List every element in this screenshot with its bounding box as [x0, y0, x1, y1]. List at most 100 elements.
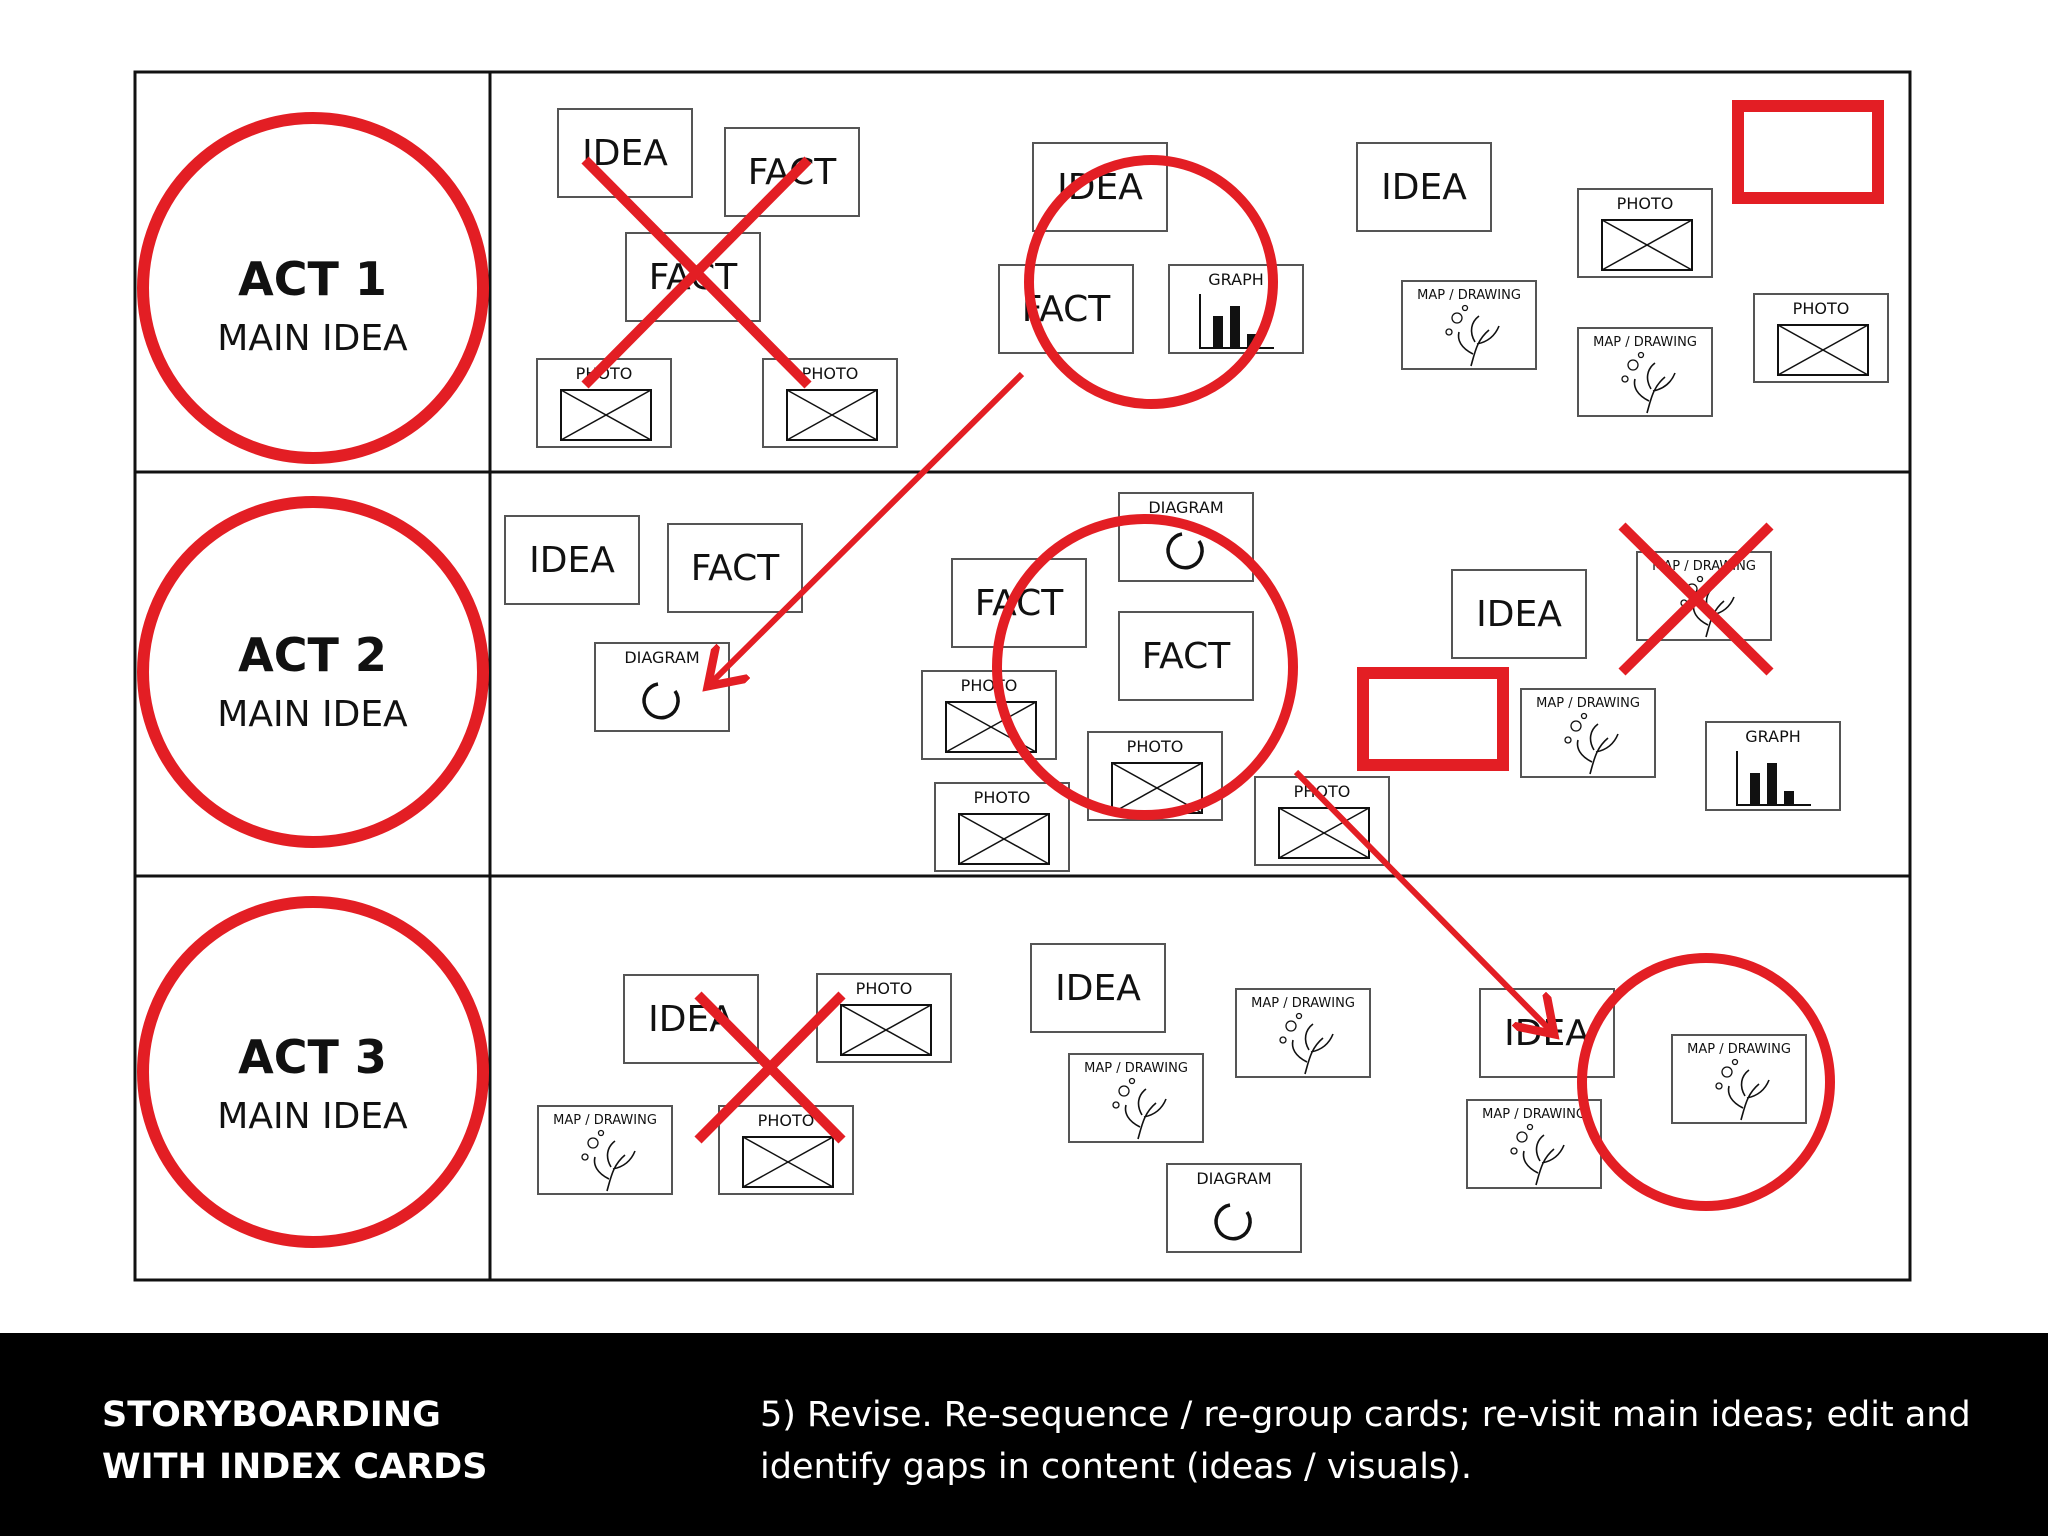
act-1-title: ACT 1	[238, 252, 387, 306]
idea-card: IDEA	[504, 515, 640, 605]
photo-card: PHOTO	[1753, 293, 1889, 383]
map-drawing-card: MAP / DRAWING	[1520, 688, 1656, 778]
idea-card: IDEA	[1451, 569, 1587, 659]
act-3-title: ACT 3	[238, 1030, 387, 1084]
branch-drawing-icon	[581, 1129, 636, 1192]
card-label: MAP / DRAWING	[1593, 335, 1697, 350]
card-label: MAP / DRAWING	[1536, 696, 1640, 711]
photo-card: PHOTO	[934, 782, 1070, 872]
idea-card: IDEA	[623, 974, 759, 1064]
storyboard-grid	[133, 70, 1912, 1282]
idea-card: IDEA	[1032, 142, 1168, 232]
fact-card: FACT	[998, 264, 1134, 354]
branch-drawing-icon	[1510, 1123, 1565, 1186]
caption-bar: STORYBOARDING WITH INDEX CARDS 5) Revise…	[0, 1333, 2048, 1536]
photo-card: PHOTO	[1254, 776, 1390, 866]
idea-card: IDEA	[1356, 142, 1492, 232]
fact-card: FACT	[724, 127, 860, 217]
bar-chart-icon	[1199, 294, 1274, 349]
branch-drawing-icon	[1621, 351, 1676, 414]
card-label: FACT	[1021, 288, 1111, 330]
card-label: IDEA	[582, 132, 668, 174]
caption-description-line-1: 5) Revise. Re-sequence / re-group cards;…	[760, 1395, 1971, 1435]
card-label: FACT	[690, 547, 780, 589]
card-label: IDEA	[1476, 593, 1562, 635]
card-label: FACT	[1141, 635, 1231, 677]
idea-card: IDEA	[1479, 988, 1615, 1078]
act-2-subtitle: MAIN IDEA	[217, 694, 408, 735]
branch-drawing-icon	[1445, 304, 1500, 367]
circle-arrow-icon	[1214, 1203, 1252, 1241]
photo-card: PHOTO	[816, 973, 952, 1063]
map-drawing-card: MAP / DRAWING	[1636, 551, 1772, 641]
act-2-title: ACT 2	[238, 628, 387, 682]
diagram-card: DIAGRAM	[1118, 492, 1254, 582]
map-drawing-card: MAP / DRAWING	[1401, 280, 1537, 370]
diagram-card: DIAGRAM	[594, 642, 730, 732]
photo-card: PHOTO	[536, 358, 672, 448]
x-box-photo-icon	[1111, 762, 1203, 814]
caption-title: STORYBOARDING WITH INDEX CARDS	[102, 1389, 622, 1493]
fact-card: FACT	[1118, 611, 1254, 701]
card-label: MAP / DRAWING	[553, 1113, 657, 1128]
card-label: IDEA	[1381, 166, 1467, 208]
fact-card: FACT	[625, 232, 761, 322]
card-label: IDEA	[1055, 967, 1141, 1009]
photo-card: PHOTO	[1087, 731, 1223, 821]
caption-description: 5) Revise. Re-sequence / re-group cards;…	[760, 1389, 2000, 1493]
photo-card: PHOTO	[762, 358, 898, 448]
branch-drawing-icon	[1112, 1077, 1167, 1140]
idea-card: IDEA	[1030, 943, 1166, 1033]
idea-card: IDEA	[557, 108, 693, 198]
card-label: MAP / DRAWING	[1417, 288, 1521, 303]
card-label: GRAPH	[1745, 727, 1801, 746]
photo-card: PHOTO	[718, 1105, 854, 1195]
fact-card: FACT	[667, 523, 803, 613]
circle-arrow-icon	[642, 682, 680, 720]
card-label: DIAGRAM	[1196, 1169, 1272, 1188]
caption-title-line-1: STORYBOARDING	[102, 1395, 441, 1435]
card-label: DIAGRAM	[1148, 498, 1224, 517]
branch-drawing-icon	[1680, 575, 1735, 638]
card-label: IDEA	[648, 998, 734, 1040]
x-box-photo-icon	[1777, 324, 1869, 376]
caption-description-line-2: identify gaps in content (ideas / visual…	[760, 1447, 1472, 1487]
grid-border	[133, 70, 1912, 1282]
x-box-photo-icon	[945, 701, 1037, 753]
x-box-photo-icon	[742, 1136, 834, 1188]
x-box-photo-icon	[786, 389, 878, 441]
act-1-subtitle: MAIN IDEA	[217, 318, 408, 359]
x-box-photo-icon	[1601, 219, 1693, 271]
photo-card: PHOTO	[1577, 188, 1713, 278]
branch-drawing-icon	[1279, 1012, 1334, 1075]
map-drawing-card: MAP / DRAWING	[1466, 1099, 1602, 1189]
card-label: FACT	[747, 151, 837, 193]
photo-card: PHOTO	[921, 670, 1057, 760]
x-box-photo-icon	[560, 389, 652, 441]
diagram-card: DIAGRAM	[1166, 1163, 1302, 1253]
card-label: FACT	[974, 582, 1064, 624]
caption-title-line-2: WITH INDEX CARDS	[102, 1447, 488, 1487]
card-label: PHOTO	[855, 979, 913, 998]
card-label: IDEA	[1504, 1012, 1590, 1054]
x-box-photo-icon	[1278, 807, 1370, 859]
x-box-photo-icon	[840, 1004, 932, 1056]
act-3-subtitle: MAIN IDEA	[217, 1096, 408, 1137]
card-label: PHOTO	[1792, 299, 1850, 318]
card-label: IDEA	[529, 539, 615, 581]
card-label: MAP / DRAWING	[1084, 1061, 1188, 1076]
circle-arrow-icon	[1166, 532, 1204, 570]
bar-chart-icon	[1736, 751, 1811, 806]
map-drawing-card: MAP / DRAWING	[1577, 327, 1713, 417]
map-drawing-card: MAP / DRAWING	[537, 1105, 673, 1195]
fact-card: FACT	[951, 558, 1087, 648]
branch-drawing-icon	[1715, 1058, 1770, 1121]
card-label: MAP / DRAWING	[1482, 1107, 1586, 1122]
graph-card: GRAPH	[1168, 264, 1304, 354]
branch-drawing-icon	[1564, 712, 1619, 775]
storyboard-diagram: ACT 1 MAIN IDEA ACT 2 MAIN IDEA ACT 3 MA…	[133, 70, 1912, 1282]
map-drawing-card: MAP / DRAWING	[1235, 988, 1371, 1078]
map-drawing-card: MAP / DRAWING	[1671, 1034, 1807, 1124]
card-label: DIAGRAM	[624, 648, 700, 667]
card-label: IDEA	[1057, 166, 1143, 208]
